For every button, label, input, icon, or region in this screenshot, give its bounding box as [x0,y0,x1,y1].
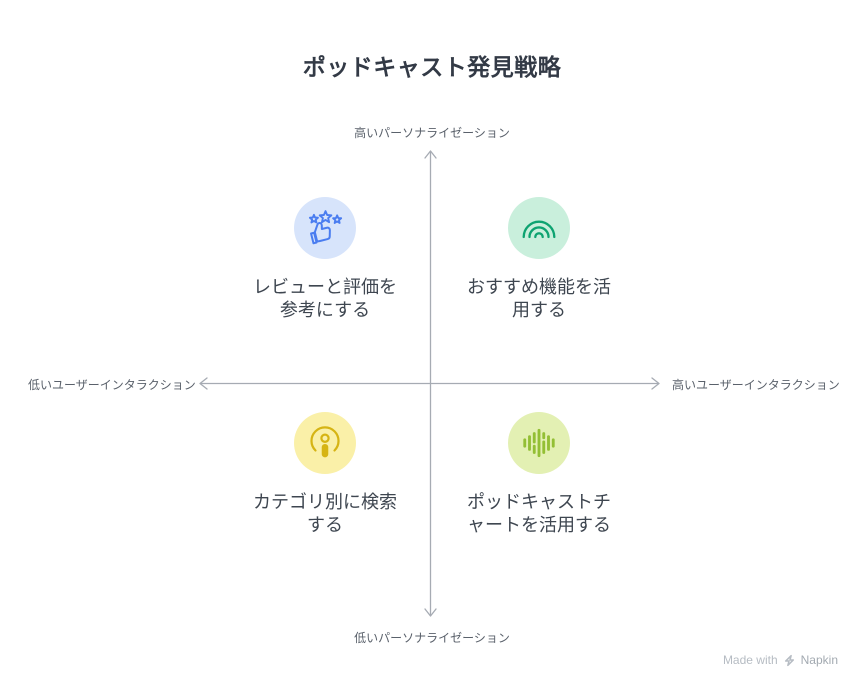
brand-text: Napkin [800,653,838,667]
quadrant-bottom-right: ポッドキャストチャートを活用する [464,412,614,537]
napkin-logo-icon [783,654,796,667]
quadrant-label: レビューと評価を参考にする [253,277,397,320]
quadrant-bottom-left: カテゴリ別に検索する [250,412,400,537]
equalizer-icon [508,412,570,474]
quadrant-label: おすすめ機能を活用する [467,277,611,320]
podcast-icon [294,412,356,474]
quadrant-label: ポッドキャストチャートを活用する [467,492,611,535]
axis-label-right: 高いユーザーインタラクション [672,378,840,392]
stars-thumbs-up-icon [294,197,356,259]
napkin-watermark[interactable]: Made with Napkin [723,653,838,667]
signal-arcs-icon [508,197,570,259]
axis-label-top: 高いパーソナライゼーション [354,126,510,140]
quadrant-top-right: おすすめ機能を活用する [464,197,614,322]
axis-label-bottom: 低いパーソナライゼーション [354,631,510,645]
axis-label-left: 低いユーザーインタラクション [28,378,196,392]
quadrant-label: カテゴリ別に検索する [253,492,397,535]
quadrant-top-left: レビューと評価を参考にする [250,197,400,322]
made-with-text: Made with [722,653,778,667]
diagram-title: ポッドキャスト発見戦略 [302,54,562,80]
